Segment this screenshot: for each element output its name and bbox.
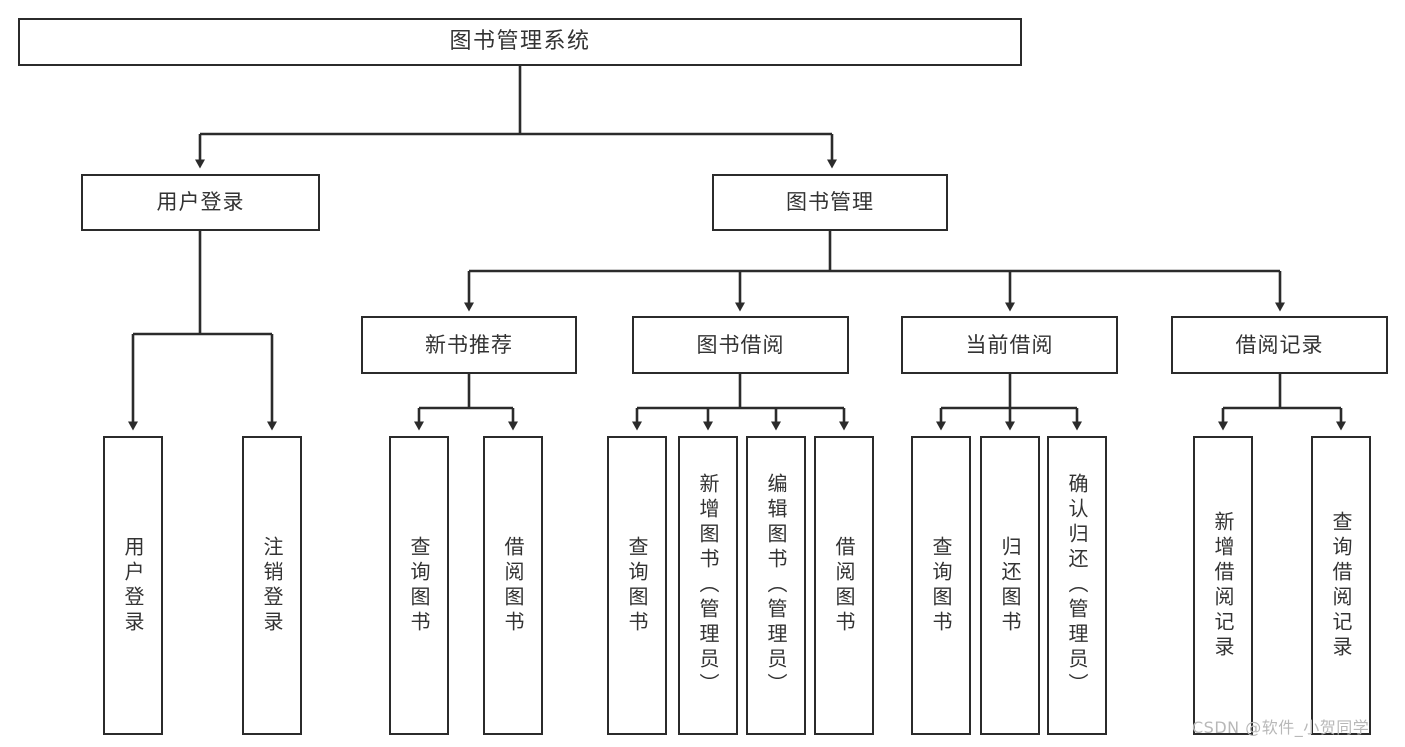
node-label: 用户登录 [156,190,245,215]
node-root-system[interactable]: 图书管理系统 [18,18,1022,66]
node-label: 借阅图书 [832,535,856,636]
leaf-user-login[interactable]: 用户登录 [103,436,163,735]
node-label: 归还图书 [998,535,1022,636]
leaf-borrow-book-recommend[interactable]: 借阅图书 [483,436,543,735]
node-label: 查询借阅记录 [1329,510,1353,661]
leaf-confirm-return-admin[interactable]: 确认归还（管理员） [1047,436,1107,735]
node-label: 查询图书 [929,535,953,636]
leaf-query-book-borrow[interactable]: 查询图书 [607,436,667,735]
leaf-query-book-current[interactable]: 查询图书 [911,436,971,735]
leaf-return-book[interactable]: 归还图书 [980,436,1040,735]
node-new-book-recommend[interactable]: 新书推荐 [361,316,577,374]
leaf-query-borrow-record[interactable]: 查询借阅记录 [1311,436,1371,735]
leaf-add-borrow-record[interactable]: 新增借阅记录 [1193,436,1253,735]
node-label: 查询图书 [407,535,431,636]
node-label: 借阅记录 [1235,332,1324,357]
node-label: 注销登录 [260,535,284,636]
node-label: 图书借阅 [696,332,785,357]
node-label: 图书管理系统 [449,29,591,55]
node-label: 编辑图书（管理员） [764,473,788,698]
node-label: 新增借阅记录 [1211,510,1235,661]
node-current-borrow[interactable]: 当前借阅 [901,316,1118,374]
leaf-borrow-book[interactable]: 借阅图书 [814,436,874,735]
node-label: 图书管理 [786,190,874,215]
node-book-borrow[interactable]: 图书借阅 [632,316,849,374]
node-label: 确认归还（管理员） [1065,473,1089,698]
node-label: 用户登录 [121,535,145,636]
leaf-query-book-recommend[interactable]: 查询图书 [389,436,449,735]
leaf-edit-book-admin[interactable]: 编辑图书（管理员） [746,436,806,735]
node-book-management[interactable]: 图书管理 [712,174,948,231]
node-label: 新书推荐 [425,332,513,357]
leaf-add-book-admin[interactable]: 新增图书（管理员） [678,436,738,735]
leaf-logout[interactable]: 注销登录 [242,436,302,735]
node-label: 借阅图书 [501,535,525,636]
node-borrow-record[interactable]: 借阅记录 [1171,316,1388,374]
node-label: 新增图书（管理员） [696,473,720,698]
node-label: 当前借阅 [965,332,1054,357]
node-user-login[interactable]: 用户登录 [81,174,320,231]
csdn-watermark: CSDN @软件_小贺同学 [1192,718,1370,737]
node-label: 查询图书 [625,535,649,636]
